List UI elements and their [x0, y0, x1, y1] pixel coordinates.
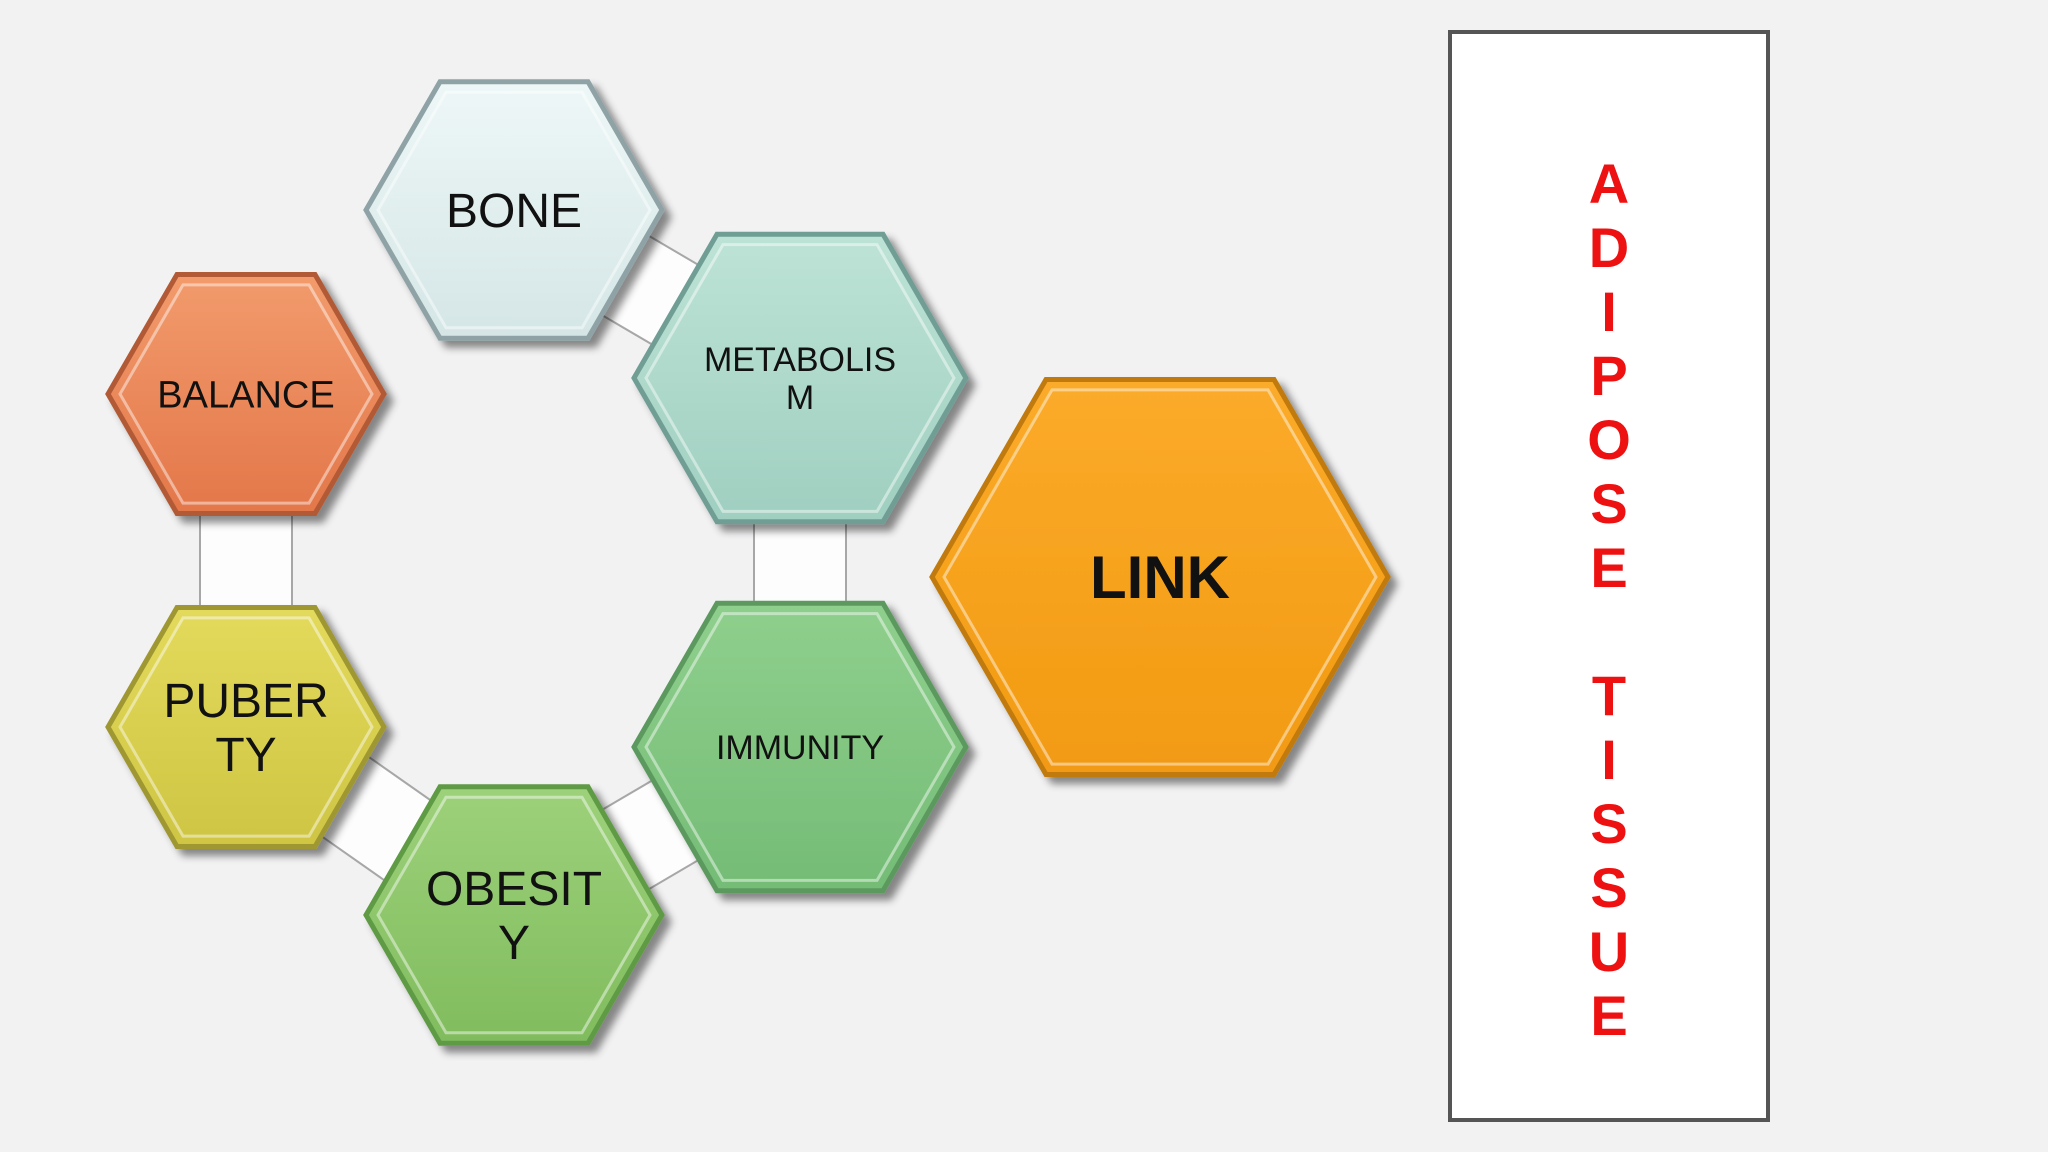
hexagon-label-link: LINK: [1090, 544, 1230, 611]
side-letter: E: [1590, 536, 1628, 599]
hexagon-group: BONEMETABOLISMBALANCEIMMUNITYPUBERTYOBES…: [105, 79, 1391, 1046]
hexagon-label-obesity: OBESIT: [426, 863, 602, 916]
hexagon-shape-obesity: [363, 784, 665, 1046]
hexagon-shape-metabolism: [631, 231, 969, 525]
hexagon-shape-bone: [363, 79, 665, 341]
side-letter: S: [1590, 472, 1628, 535]
side-letter: I: [1601, 728, 1617, 791]
hexagon-shape-immunity: [631, 600, 969, 894]
side-letter: D: [1588, 216, 1630, 279]
side-letter: S: [1590, 856, 1628, 919]
hexagon-bevel-balance: [118, 283, 374, 505]
hexagon-bevel-metabolism: [644, 243, 956, 513]
hexagon-balance: BALANCE: [105, 272, 387, 516]
hexagon-shape-puberty: [105, 605, 387, 849]
hexagon-label-puberty: TY: [215, 729, 276, 782]
side-letter: P: [1590, 344, 1628, 407]
side-letter: T: [1591, 664, 1627, 727]
side-letter: A: [1588, 152, 1630, 215]
hexagon-label-immunity: IMMUNITY: [716, 729, 884, 767]
hexagon-label-obesity: Y: [498, 917, 530, 970]
side-letter: E: [1590, 984, 1628, 1047]
hexagon-label-puberty: PUBER: [163, 675, 328, 728]
hexagon-bevel-puberty: [118, 616, 374, 838]
hexagon-shape-link: [929, 377, 1391, 777]
hexagon-label-balance: BALANCE: [157, 374, 334, 416]
side-letter: I: [1601, 280, 1617, 343]
side-letter: S: [1590, 792, 1628, 855]
side-letter: O: [1587, 408, 1631, 471]
hexagon-link: LINK: [929, 377, 1391, 777]
hexagon-bevel-link: [942, 388, 1378, 766]
hexagon-bone: BONE: [363, 79, 665, 341]
hexagon-label-metabolism: METABOLIS: [704, 341, 896, 379]
hexagon-bevel-obesity: [376, 795, 652, 1035]
hexagon-bevel-bone: [376, 90, 652, 330]
hexagon-label-bone: BONE: [446, 185, 582, 238]
hexagon-label-metabolism: M: [786, 379, 814, 417]
hexagon-bevel-immunity: [644, 612, 956, 882]
hexagon-shape-balance: [105, 272, 387, 516]
side-letter: U: [1588, 920, 1630, 983]
hexagon-immunity: IMMUNITY: [631, 600, 969, 894]
